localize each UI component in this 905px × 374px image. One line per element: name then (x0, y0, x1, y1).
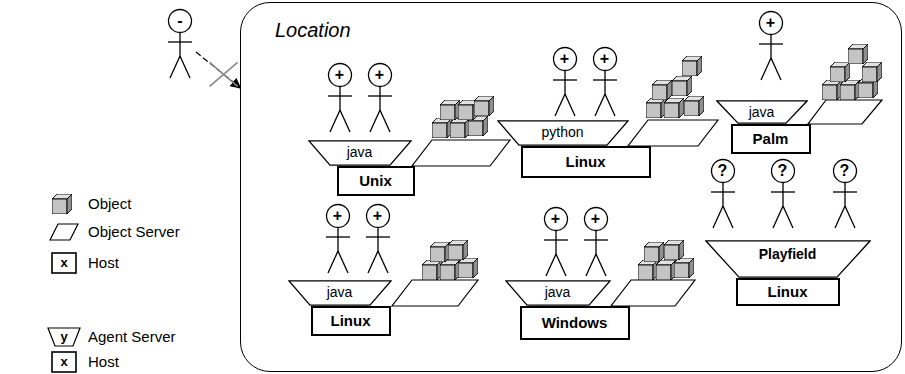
host-box: Unix (337, 166, 415, 196)
agent-figure: + (324, 62, 356, 134)
agent-server: Playfield (705, 240, 871, 278)
host-name: Linux (331, 312, 371, 329)
agent-sign: + (755, 13, 787, 33)
object-servers (392, 100, 882, 306)
host-box: Palm (731, 124, 811, 154)
agent-server: java (505, 280, 611, 306)
host-box: Linux (311, 306, 391, 336)
agent-sign: ? (767, 161, 799, 181)
agent-figure: + (580, 206, 612, 278)
legend-text: Object Server (88, 223, 180, 241)
agent-sign: + (549, 49, 581, 69)
agent-server-name: java (327, 283, 353, 301)
agent-server: java (288, 280, 392, 306)
agent-server-name: java (347, 143, 373, 161)
agent-figure: ? (707, 158, 739, 230)
host-name: Unix (359, 172, 392, 189)
agent-server: java (716, 100, 808, 124)
legend-text: Object (88, 195, 131, 213)
agent-sign: + (364, 65, 396, 85)
agent-figure: ? (767, 158, 799, 230)
objects (422, 44, 882, 280)
host-name: Linux (566, 153, 606, 170)
host-name: Palm (753, 130, 789, 147)
agent-server-name: Playfield (759, 245, 817, 263)
host-box: Linux (736, 278, 840, 306)
legend-symbol-letter: x (52, 253, 76, 273)
legend-text: Host (88, 254, 119, 272)
agent-sign: + (322, 206, 354, 226)
agent-figure: + (549, 46, 581, 118)
agent-sign: + (324, 65, 356, 85)
agent-server-name: java (749, 103, 775, 121)
legend-text: Agent Server (88, 328, 176, 346)
region-title: Location (275, 19, 351, 42)
agent-figure: + (322, 203, 354, 275)
agent-server: java (308, 140, 412, 166)
agent-sign: ? (829, 161, 861, 181)
agent-server-name: java (545, 283, 571, 301)
agent-figure: + (540, 206, 572, 278)
host-box: Windows (520, 306, 630, 340)
host-name: Windows (542, 314, 608, 331)
agent-sign: - (164, 11, 196, 31)
agent-figure: + (755, 10, 787, 82)
host-box: Linux (521, 146, 651, 178)
legend-text: Host (88, 353, 119, 371)
agent-sign: ? (707, 161, 739, 181)
blocked-arrow (196, 52, 241, 88)
cross-mark (210, 62, 238, 86)
agent-server-name: python (541, 123, 583, 141)
agent-figure: + (364, 62, 396, 134)
agent-sign: + (540, 209, 572, 229)
legend-symbol-letter: x (52, 352, 76, 372)
legend-symbol-letter: y (55, 328, 73, 346)
agent-sign: + (580, 209, 612, 229)
legend-samples (48, 194, 80, 372)
agent-sign: + (589, 49, 621, 69)
agent-figure: - (164, 8, 196, 80)
agent-server: python (497, 120, 629, 146)
agent-figure: + (362, 203, 394, 275)
host-name: Linux (768, 283, 808, 300)
agent-figure: + (589, 46, 621, 118)
agent-figure: ? (829, 158, 861, 230)
location-region: Location++javaUnix++pythonLinux+javaPalm… (240, 2, 902, 372)
agent-sign: + (362, 206, 394, 226)
